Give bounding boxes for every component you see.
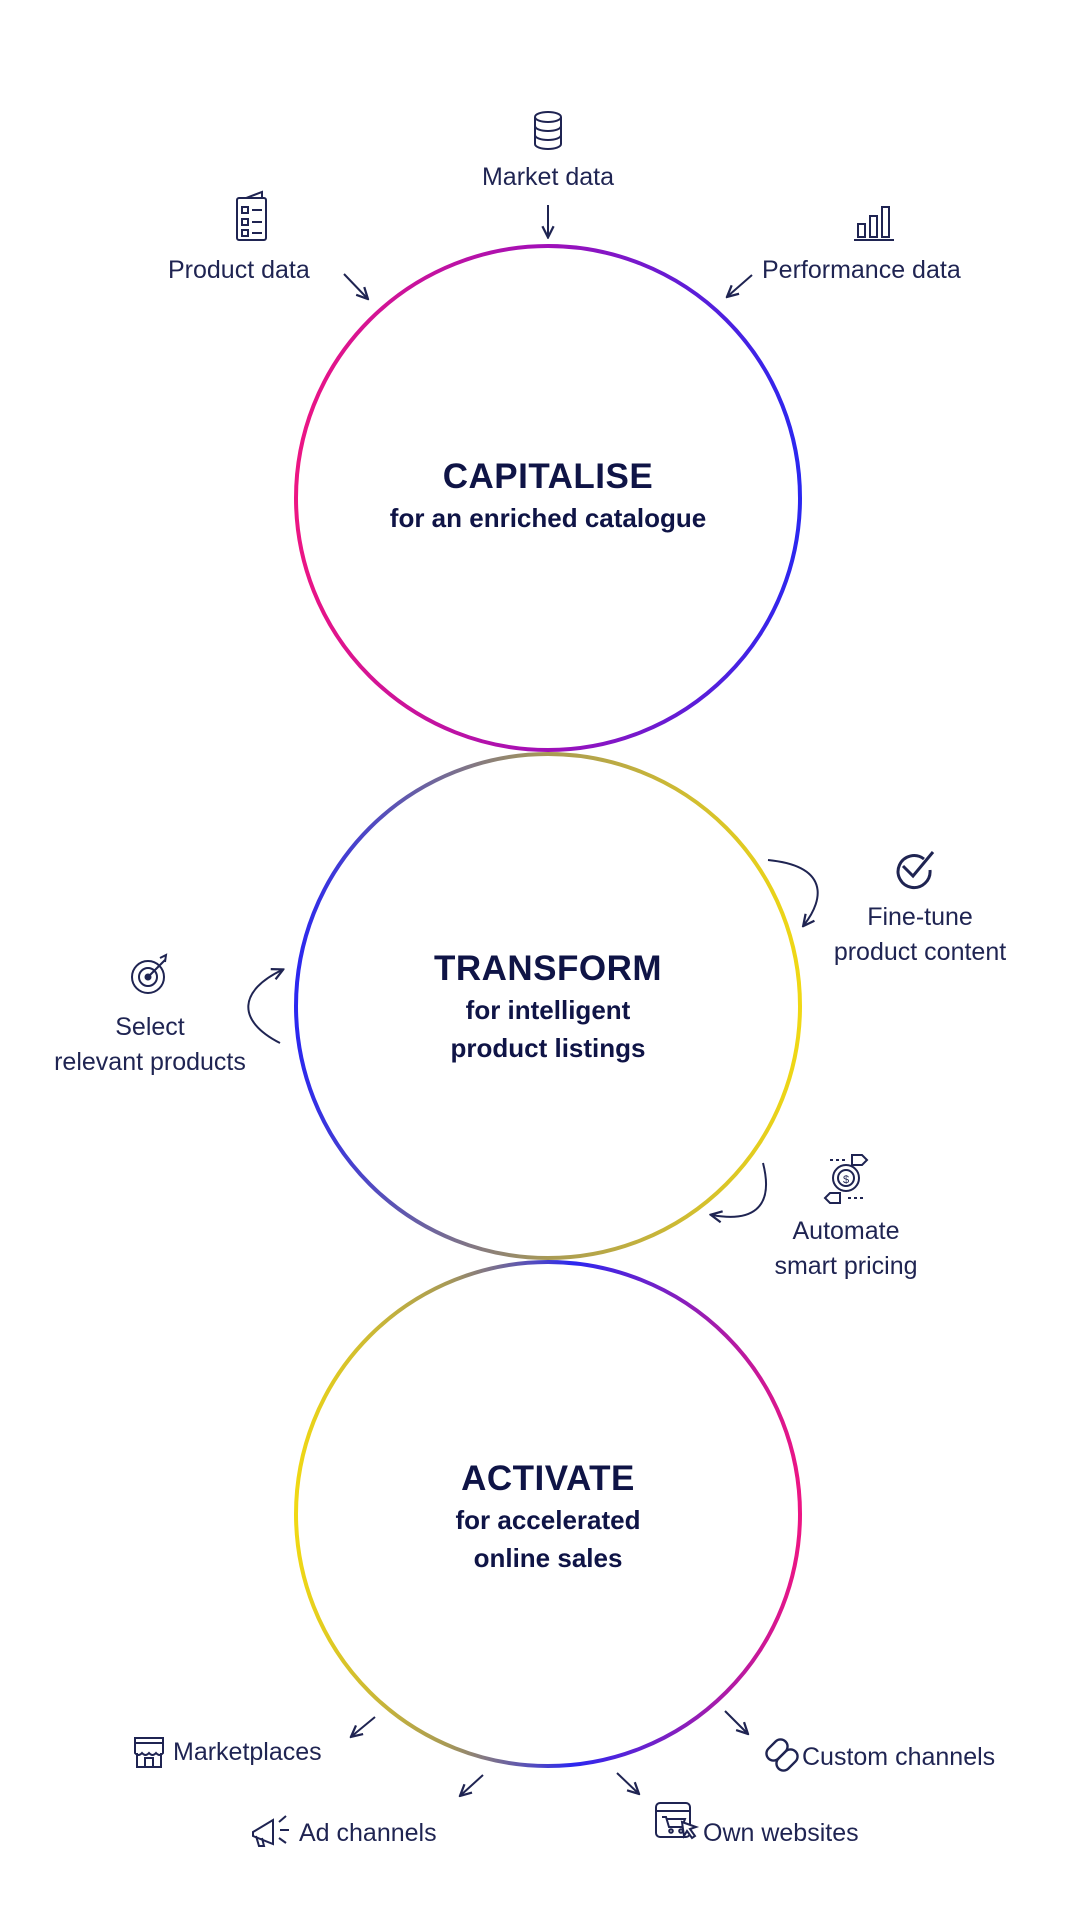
- product-data-arrow: [343, 273, 367, 298]
- marketplaces-label: Marketplaces: [173, 1738, 322, 1766]
- custom-channels-arrow: [724, 1710, 747, 1733]
- activate-title: ACTIVATE: [461, 1459, 635, 1498]
- smart-pricing-label: Automate smart pricing: [736, 1214, 956, 1284]
- capitalise-subtitle: for an enriched catalogue: [389, 503, 707, 533]
- storefront-icon: [134, 1737, 164, 1768]
- select-arrow: [247, 970, 282, 1044]
- performance-data-arrow: [728, 274, 753, 296]
- web-shop-icon: [655, 1802, 700, 1840]
- pricing-line-2: smart pricing: [774, 1252, 918, 1280]
- capitalise-title: CAPITALISE: [442, 457, 654, 496]
- transform-subtitle-line-1: for intelligent: [465, 995, 631, 1025]
- custom-channels-label: Custom channels: [802, 1743, 996, 1771]
- transform-circle: [294, 752, 802, 1260]
- pricing-cycle-icon: $: [823, 1154, 869, 1204]
- product-data-label: Product data: [168, 256, 310, 284]
- performance-data-label: Performance data: [762, 256, 961, 284]
- activate-stage-text: ACTIVATE for accelerated online sales: [298, 1457, 798, 1577]
- transform-title: TRANSFORM: [433, 949, 663, 988]
- capitalise-circle: [294, 244, 802, 752]
- fine-tune-line-2: product content: [833, 938, 1007, 966]
- link-icon: [765, 1738, 799, 1772]
- select-products-label: Select relevant products: [20, 1010, 280, 1080]
- fine-tune-label: Fine-tune product content: [800, 900, 1040, 970]
- input-arrows: [343, 205, 753, 298]
- fine-tune-arrow: [767, 859, 819, 925]
- ad-channels-arrow: [461, 1774, 484, 1795]
- activate-subtitle-line-2: online sales: [473, 1543, 623, 1573]
- transform-arrows: [247, 859, 819, 1217]
- marketplaces-arrow: [352, 1716, 376, 1736]
- transform-stage-text: TRANSFORM for intelligent product listin…: [298, 947, 798, 1067]
- bar-chart-icon: [854, 206, 894, 241]
- megaphone-icon: [252, 1815, 289, 1847]
- pricing-line-1: Automate: [792, 1217, 900, 1245]
- document-icon: [236, 190, 267, 241]
- capitalise-stage-text: CAPITALISE for an enriched catalogue: [298, 455, 798, 537]
- own-websites-arrow: [616, 1772, 638, 1793]
- activate-circle: [294, 1260, 802, 1768]
- target-icon: [131, 953, 168, 994]
- own-websites-label: Own websites: [703, 1819, 859, 1847]
- select-line-2: relevant products: [54, 1048, 246, 1076]
- ad-channels-label: Ad channels: [299, 1819, 437, 1847]
- activate-subtitle-line-1: for accelerated: [455, 1505, 641, 1535]
- market-data-label: Market data: [481, 163, 614, 191]
- database-icon: [534, 111, 562, 150]
- select-line-1: Select: [115, 1013, 185, 1041]
- check-circle-icon: [896, 851, 935, 890]
- pricing-arrow: [712, 1162, 768, 1217]
- transform-subtitle-line-2: product listings: [450, 1033, 646, 1063]
- output-arrows: [352, 1710, 747, 1795]
- svg-text:$: $: [843, 1174, 849, 1186]
- fine-tune-line-1: Fine-tune: [867, 903, 973, 931]
